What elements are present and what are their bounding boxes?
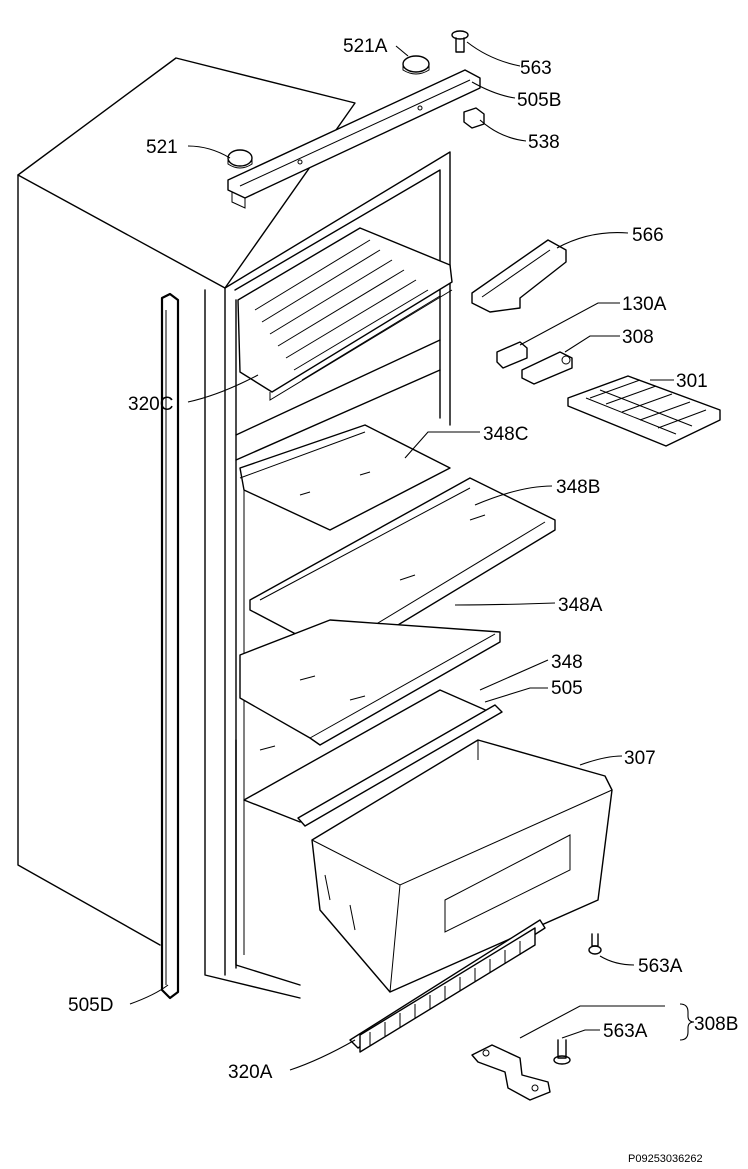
label-130a: 130A	[622, 294, 667, 315]
label-308b: 308B	[694, 1014, 738, 1035]
label-563: 563	[520, 58, 552, 79]
cap-521a	[402, 55, 430, 75]
label-348c: 348C	[483, 424, 528, 445]
label-301: 301	[676, 371, 708, 392]
leader-lines	[129, 41, 674, 1071]
label-505d: 505D	[68, 995, 113, 1016]
screw-563a-upper	[588, 933, 602, 955]
screw-563	[451, 30, 469, 53]
label-521a: 521A	[343, 36, 388, 57]
label-348a: 348A	[558, 595, 603, 616]
bottom-hinge-308b	[471, 1044, 551, 1101]
cabinet-body	[17, 57, 451, 999]
crisper-drawer-307	[311, 739, 613, 993]
label-320a: 320A	[228, 1062, 273, 1083]
rail-505	[297, 704, 503, 827]
label-566: 566	[632, 225, 664, 246]
label-538: 538	[528, 132, 560, 153]
label-505: 505	[551, 678, 583, 699]
label-563a-lower: 563A	[603, 1021, 648, 1042]
brace-308b	[679, 1003, 695, 1041]
ice-tray-301	[567, 375, 721, 447]
bottom-grille-320a	[349, 919, 546, 1053]
screw-563a-lower	[553, 1039, 571, 1065]
reference-code: P09253036262	[628, 1153, 703, 1165]
label-348b: 348B	[556, 477, 600, 498]
label-348: 348	[551, 652, 583, 673]
top-hinge-505b	[227, 69, 481, 209]
label-307: 307	[624, 748, 656, 769]
label-563a-upper: 563A	[638, 956, 683, 977]
hinge-308	[521, 351, 573, 385]
glass-shelf-348a	[239, 619, 501, 746]
part-130a	[496, 341, 528, 369]
freezer-shelf-320c	[237, 227, 453, 401]
cap-521	[227, 149, 253, 169]
door-gasket-505d	[160, 292, 180, 1000]
label-308: 308	[622, 327, 654, 348]
glass-shelf-348c	[239, 424, 451, 531]
label-320c: 320C	[128, 394, 173, 415]
label-505b: 505B	[517, 90, 561, 111]
clip-538	[463, 107, 485, 129]
label-521: 521	[146, 137, 178, 158]
bracket-566	[471, 239, 567, 313]
